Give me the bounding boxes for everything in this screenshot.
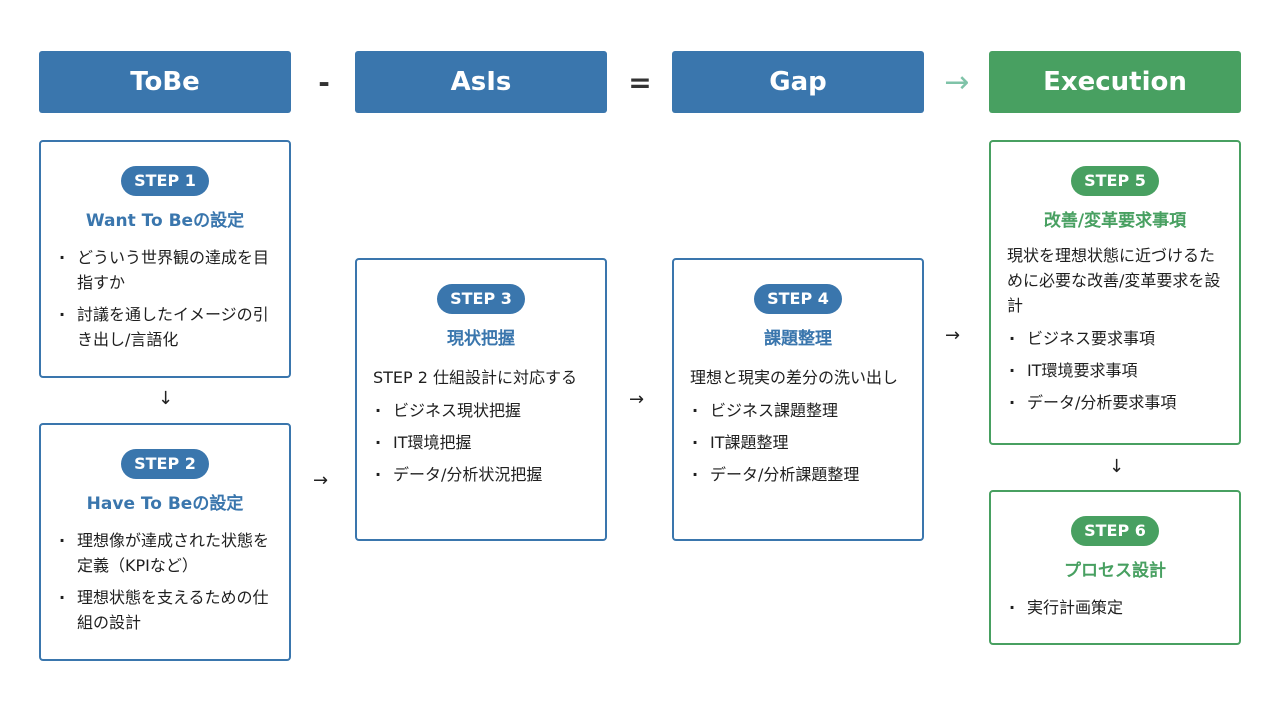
step5-card: STEP 5 改善/変革要求事項 現状を理想状態に近づけるために必要な改善/変革… [989,140,1241,445]
step3-badge: STEP 3 [437,284,525,314]
step3-list: ビジネス現状把握 IT環境把握 データ/分析状況把握 [373,398,589,487]
step3-title: 現状把握 [447,329,515,349]
list-item: IT環境把握 [373,430,589,455]
minus-operator: - [318,65,330,99]
list-item: ビジネス課題整理 [690,398,906,423]
step2-list: 理想像が達成された状態を定義（KPIなど） 理想状態を支えるための仕組の設計 [57,528,273,635]
step1-card: STEP 1 Want To Beの設定 どういう世界観の達成を目指すか 討議を… [39,140,291,378]
list-item: IT課題整理 [690,430,906,455]
step5-list: ビジネス要求事項 IT環境要求事項 データ/分析要求事項 [1007,326,1223,415]
arrow-down-icon: ↓ [1109,456,1125,477]
step6-badge: STEP 6 [1071,516,1159,546]
arrow-right-icon: → [944,64,970,100]
step4-card: STEP 4 課題整理 理想と現実の差分の洗い出し ビジネス課題整理 IT課題整… [672,258,924,541]
step2-badge: STEP 2 [121,449,209,479]
header-asis: AsIs [355,51,607,113]
list-item: データ/分析要求事項 [1007,390,1223,415]
step4-list: ビジネス課題整理 IT課題整理 データ/分析課題整理 [690,398,906,487]
list-item: データ/分析状況把握 [373,462,589,487]
list-item: ビジネス現状把握 [373,398,589,423]
step3-card: STEP 3 現状把握 STEP 2 仕組設計に対応する ビジネス現状把握 IT… [355,258,607,541]
list-item: ビジネス要求事項 [1007,326,1223,351]
header-tobe: ToBe [39,51,291,113]
step1-list: どういう世界観の達成を目指すか 討議を通したイメージの引き出し/言語化 [57,245,273,352]
step5-description: 現状を理想状態に近づけるために必要な改善/変革要求を設計 [1007,246,1221,315]
arrow-right-icon: → [945,325,961,346]
step5-title: 改善/変革要求事項 [1043,211,1187,231]
list-item: 討議を通したイメージの引き出し/言語化 [57,302,273,352]
list-item: 実行計画策定 [1007,595,1223,620]
equals-operator: = [628,65,652,99]
list-item: どういう世界観の達成を目指すか [57,245,273,295]
list-item: 理想像が達成された状態を定義（KPIなど） [57,528,273,578]
step3-description: STEP 2 仕組設計に対応する [373,368,578,387]
step6-card: STEP 6 プロセス設計 実行計画策定 [989,490,1241,645]
list-item: 理想状態を支えるための仕組の設計 [57,585,273,635]
list-item: データ/分析課題整理 [690,462,906,487]
header-gap: Gap [672,51,924,113]
step4-badge: STEP 4 [754,284,842,314]
step1-title: Want To Beの設定 [85,211,245,231]
step2-title: Have To Beの設定 [86,494,244,514]
step4-title: 課題整理 [764,329,832,349]
arrow-right-icon: → [313,470,329,491]
step1-badge: STEP 1 [121,166,209,196]
arrow-down-icon: ↓ [158,388,174,409]
step5-badge: STEP 5 [1071,166,1159,196]
step4-description: 理想と現実の差分の洗い出し [690,368,899,387]
header-execution: Execution [989,51,1241,113]
step6-title: プロセス設計 [1064,561,1166,581]
step6-list: 実行計画策定 [1007,595,1223,620]
step2-card: STEP 2 Have To Beの設定 理想像が達成された状態を定義（KPIな… [39,423,291,661]
list-item: IT環境要求事項 [1007,358,1223,383]
arrow-right-icon: → [629,389,645,410]
